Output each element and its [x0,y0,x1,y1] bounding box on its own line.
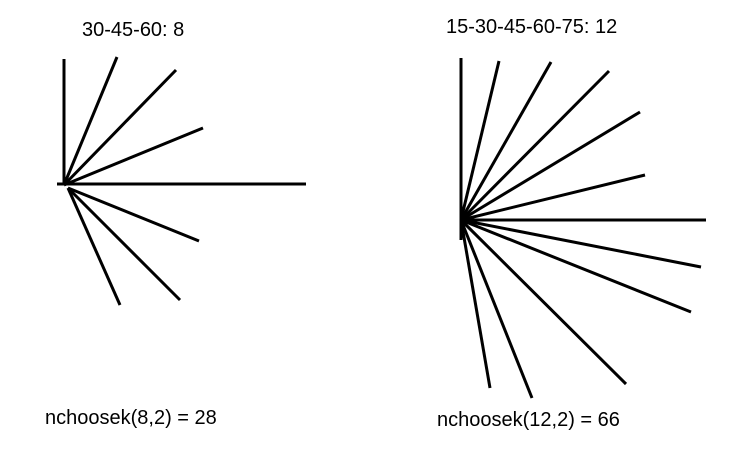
right-fan-up-line-2 [459,60,501,221]
left-diagram-formula: nchoosek(8,2) = 28 [45,407,217,429]
right-line-fan [459,58,706,399]
left-fan-down-line-7 [66,186,182,302]
right-fan-down-line-11 [459,219,534,399]
left-line-fan [57,56,306,306]
right-fan-up-line-3 [459,61,553,221]
right-diagram-title: 15-30-45-60-75: 12 [446,16,618,38]
left-fan-up-line-4 [63,126,204,187]
right-diagram-formula: nchoosek(12,2) = 66 [437,409,620,431]
right-fan-up-line-6 [460,173,646,222]
right-fan-up-line-5 [460,110,641,222]
right-fan-down-line-9 [460,218,692,314]
left-fan-up-line-2 [62,56,119,186]
left-fan-up-line-3 [62,68,178,187]
left-fan-down-line-8 [66,187,122,306]
right-fan-down-line-12 [459,219,492,389]
right-fan-down-line-10 [459,218,628,386]
right-fan-down-line-8 [460,218,702,269]
left-diagram-title: 30-45-60: 8 [82,19,185,41]
right-fan-up-line-4 [459,69,611,222]
left-fan-down-line-6 [67,186,200,243]
